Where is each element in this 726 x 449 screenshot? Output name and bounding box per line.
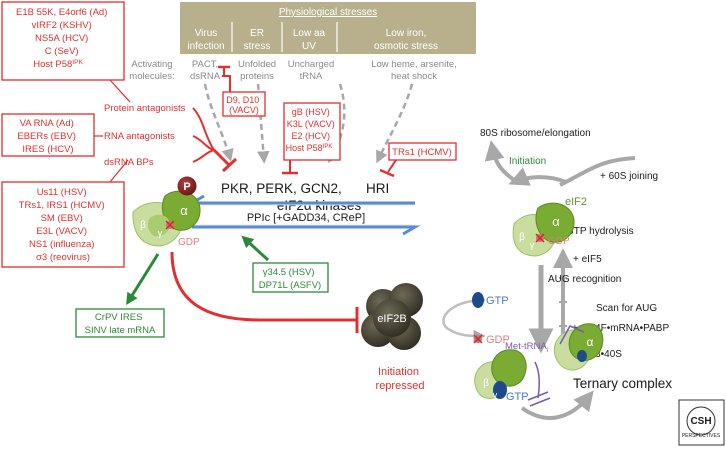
logo-perspectives: PERSPECTIVES <box>682 433 721 439</box>
left-box-protein-antagonists: E1B 55K, E4orf6 (Ad) vIRF2 (KSHV) NS5A (… <box>1 1 125 81</box>
svg-text:α: α <box>180 203 188 218</box>
activating-heme: Low heme, arsenite,heat shock <box>371 59 457 82</box>
svg-text:GDP: GDP <box>178 237 200 248</box>
cycle-80s: 80S ribosome/elongation <box>480 128 591 139</box>
csh-logo: CSH PERSPECTIVES <box>678 399 725 446</box>
svg-text:GDP: GDP <box>548 236 570 247</box>
svg-text:α: α <box>587 335 594 349</box>
left-box-dsrna-bps: Us11 (HSV) TRs1, IRS1 (HCMV) SM (EBV) E3… <box>1 181 125 268</box>
svg-text:β: β <box>140 220 146 231</box>
initiation-cycle: 80S ribosome/elongation Initiation + 60S… <box>474 128 672 420</box>
cycle-eif5: + eIF5 <box>573 254 602 265</box>
svg-text:TRs1 (HCMV): TRs1 (HCMV) <box>392 147 452 158</box>
label-protein-antagonists: Protein antagonists <box>104 103 186 114</box>
svg-text:β: β <box>483 378 489 389</box>
label-rna-antagonists: RNA antagonists <box>104 131 175 142</box>
svg-text:γ: γ <box>493 390 498 400</box>
cycle-aug: AUG recognition <box>548 274 621 285</box>
svg-text:Us11 (HSV) TRs1, IRS1 (H: Us11 (HSV) TRs1, IRS1 (HCMV) SM (EBV) E3… <box>19 187 108 263</box>
cycle-eif2-label: eIF2 <box>565 196 587 208</box>
box-crpv-sinv: CrPV IRES SINV late mRNA <box>75 253 165 338</box>
cycle-scan: Scan for AUG <box>596 303 657 314</box>
box-d9-vacv: D9, D10 (VACV) <box>218 65 266 117</box>
gtp-gdp-exchange: GTP GDP <box>442 292 510 346</box>
met-trna-label: Met-tRNAi <box>505 341 548 354</box>
left-box-rna-antagonists: VA RNA (Ad) EBERs (EBV) IRES (HCV) <box>1 113 95 157</box>
svg-text:gB (HSV) K3L (VACV): gB (HSV) K3L (VACV) E2 (HCV) Host P58IPK <box>286 107 338 153</box>
exchange-gtp: GTP <box>486 295 509 307</box>
logo-csh: CSH <box>690 416 711 427</box>
svg-text:γ: γ <box>530 240 535 250</box>
svg-text:γ: γ <box>158 228 163 238</box>
stress-lowiron: Low iron,osmotic stress <box>374 28 438 52</box>
label-dsrna-bps: dsRNA BPs <box>104 157 154 168</box>
kinases: PKR, PERK, GCN2, HRI eIF2α kinases <box>221 181 389 213</box>
svg-text:γ34.5 (HSV) DP71L (ASFV): γ34.5 (HSV) DP71L (ASFV) <box>259 267 321 291</box>
ppic-label: PPIc [+GADD34, CReP] <box>247 212 365 224</box>
antagonist-labels: Protein antagonists RNA antagonists dsRN… <box>94 79 238 183</box>
svg-text:α: α <box>552 214 560 229</box>
ternary-complex-label: Ternary complex <box>573 376 672 391</box>
exchange-gdp: GDP <box>486 334 510 346</box>
eif2b-inhibition: Initiation repressed <box>170 251 425 392</box>
box-g345: γ34.5 (HSV) DP71L (ASFV) <box>241 235 329 293</box>
phosphate-label: P <box>183 181 190 193</box>
initiation-repressed-label: Initiation repressed <box>376 366 425 392</box>
svg-text:E1B 55K, E4orf6 (Ad) vIR: E1B 55K, E4orf6 (Ad) vIRF2 (KSHV) NS5A (… <box>16 7 110 70</box>
svg-text:β: β <box>519 232 525 243</box>
stress-banner-title: Physiological stresses <box>279 7 377 18</box>
svg-text:VA RNA (Ad) EBERs (EBV): VA RNA (Ad) EBERs (EBV) IRES (HCV) <box>17 118 78 155</box>
kinase-hri: HRI <box>366 181 389 196</box>
cycle-eif4f: + eIF4F•mRNA•PABP <box>572 323 669 334</box>
box-trs1-hcmv: TRs1 (HCMV) <box>379 142 457 178</box>
activating-pact: PACT,dsRNA <box>190 59 221 82</box>
cycle-gtp-hydrolysis: GTP hydrolysis <box>566 226 634 237</box>
box-gb-hsv: gB (HSV) K3L (VACV) E2 (HCV) Host P58IPK <box>282 102 341 175</box>
kinase-list: PKR, PERK, GCN2, <box>221 181 342 196</box>
phospho-eif2-complex: P α β γ GDP <box>132 176 201 248</box>
cycle-60s: + 60S joining <box>600 171 658 182</box>
eif2b-complex: eIF2B <box>361 283 423 350</box>
svg-text:CrPV IRES SINV late mRNA: CrPV IRES SINV late mRNA <box>85 312 156 336</box>
eif2b-label: eIF2B <box>377 313 406 325</box>
cycle-initiation: Initiation <box>509 156 546 167</box>
svg-text:GTP: GTP <box>506 391 529 403</box>
svg-text:D9, D10 (VACV): D9, D10 (VACV) <box>226 95 262 115</box>
